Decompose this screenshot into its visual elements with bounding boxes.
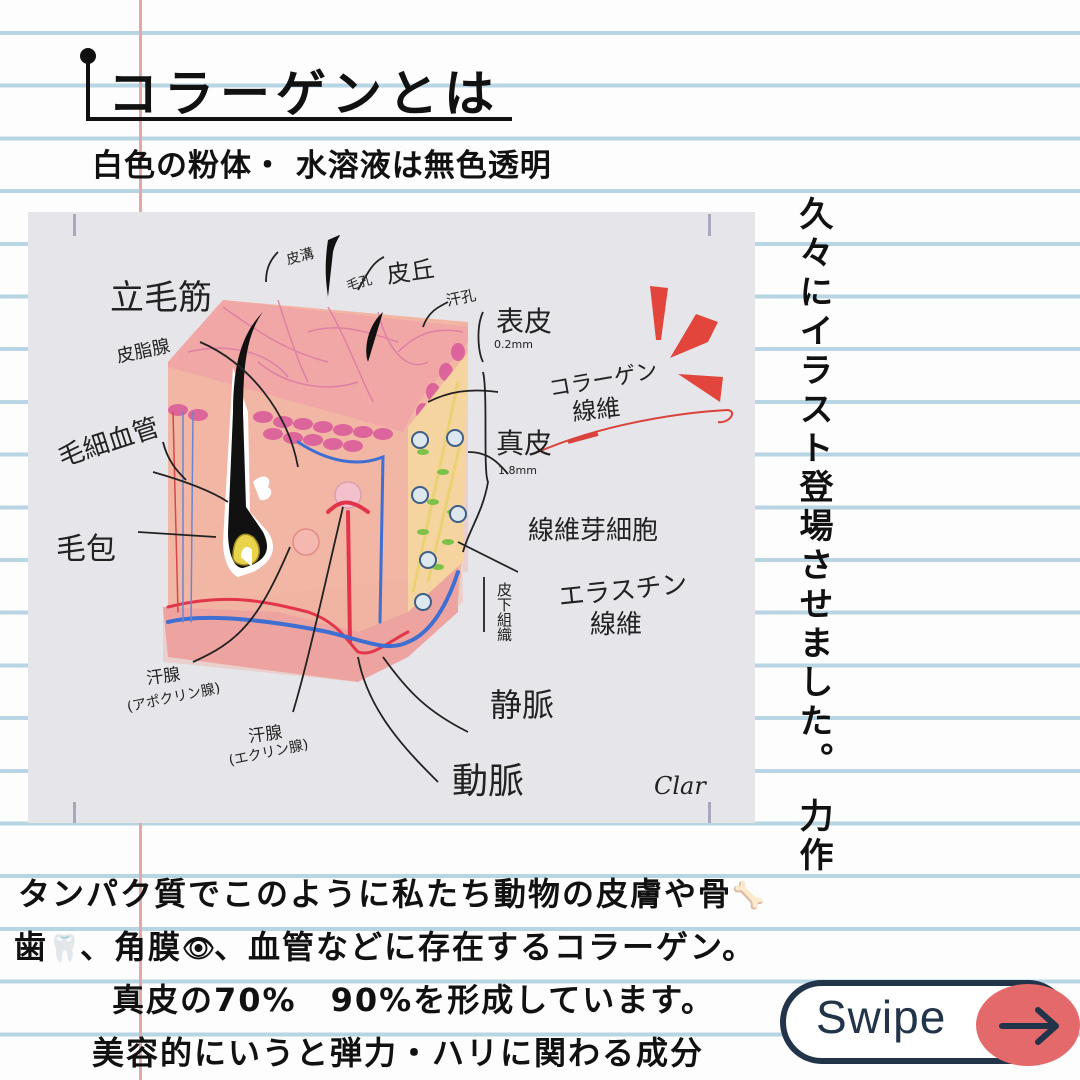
- body-line-2-text-c: 、血管などに存在するコラーゲン。: [214, 928, 757, 966]
- label-artery: 動脈: [452, 761, 525, 802]
- eye-icon: 👁: [182, 933, 218, 964]
- label-dermis: 真皮: [496, 427, 553, 460]
- swipe-button[interactable]: Swipe: [780, 980, 1080, 1066]
- title-underline: [86, 56, 512, 121]
- body-line-2-text-a: 歯: [14, 928, 49, 966]
- body-line-2: 歯🦷、角膜👁、血管などに存在するコラーゲン。: [0, 921, 840, 974]
- arrow-right-icon: [999, 1007, 1059, 1045]
- swipe-arrow-circle: [976, 984, 1080, 1066]
- label-epidermis-depth: 0.2mm: [494, 338, 533, 351]
- body-line-2-text-b: 、角膜: [80, 928, 183, 966]
- label-subcutis: 皮下組織: [495, 582, 513, 642]
- crop-mark: [708, 802, 711, 823]
- skin-cross-section-illustration: 立毛筋 皮溝 毛孔 皮丘 汗孔 皮脂腺 毛細血管 毛包 表皮 0.2mm コラー…: [28, 212, 755, 823]
- page-title: コラーゲンとは: [108, 65, 500, 123]
- artist-signature: Clar: [654, 772, 706, 800]
- label-follicle: 毛包: [56, 532, 116, 567]
- body-line-4: 美容的にいうと弾力・ハリに関わる成分: [92, 1034, 705, 1072]
- label-fibroblast: 線維芽細胞: [528, 516, 659, 546]
- body-line-1: タンパク質でこのように私たち動物の皮膚や骨🦴: [0, 868, 840, 921]
- body-paragraph: タンパク質でこのように私たち動物の皮膚や骨🦴 歯🦷、角膜👁、血管などに存在するコ…: [0, 868, 840, 1080]
- body-line-3: 真皮の70% 90%を形成しています。: [112, 981, 716, 1019]
- crop-mark: [73, 214, 76, 236]
- crop-mark: [708, 214, 711, 236]
- label-dermis-depth: 1.8mm: [498, 464, 537, 477]
- skin-diagram-icon: [137, 235, 734, 783]
- crop-mark: [73, 802, 76, 823]
- label-epidermis: 表皮: [496, 305, 553, 338]
- swipe-label: Swipe: [816, 991, 947, 1043]
- bone-icon: 🦴: [732, 880, 767, 911]
- page-subtitle: 白色の粉体・ 水溶液は無色透明: [92, 148, 552, 184]
- label-crista: 皮丘: [384, 254, 437, 290]
- label-apocrine-gland: 汗腺: [145, 664, 182, 690]
- body-line-1-text: タンパク質でこのように私たち動物の皮膚や骨: [18, 875, 733, 913]
- label-collagen-fiber: 線維: [570, 393, 622, 427]
- side-note: 久々にイラスト登場させました。 力作: [793, 196, 833, 876]
- tooth-icon: 🦷: [48, 933, 83, 964]
- label-elastin-fiber: 線維: [590, 610, 643, 640]
- label-arrector-pili: 立毛筋: [110, 278, 212, 318]
- label-vein: 静脈: [490, 686, 555, 724]
